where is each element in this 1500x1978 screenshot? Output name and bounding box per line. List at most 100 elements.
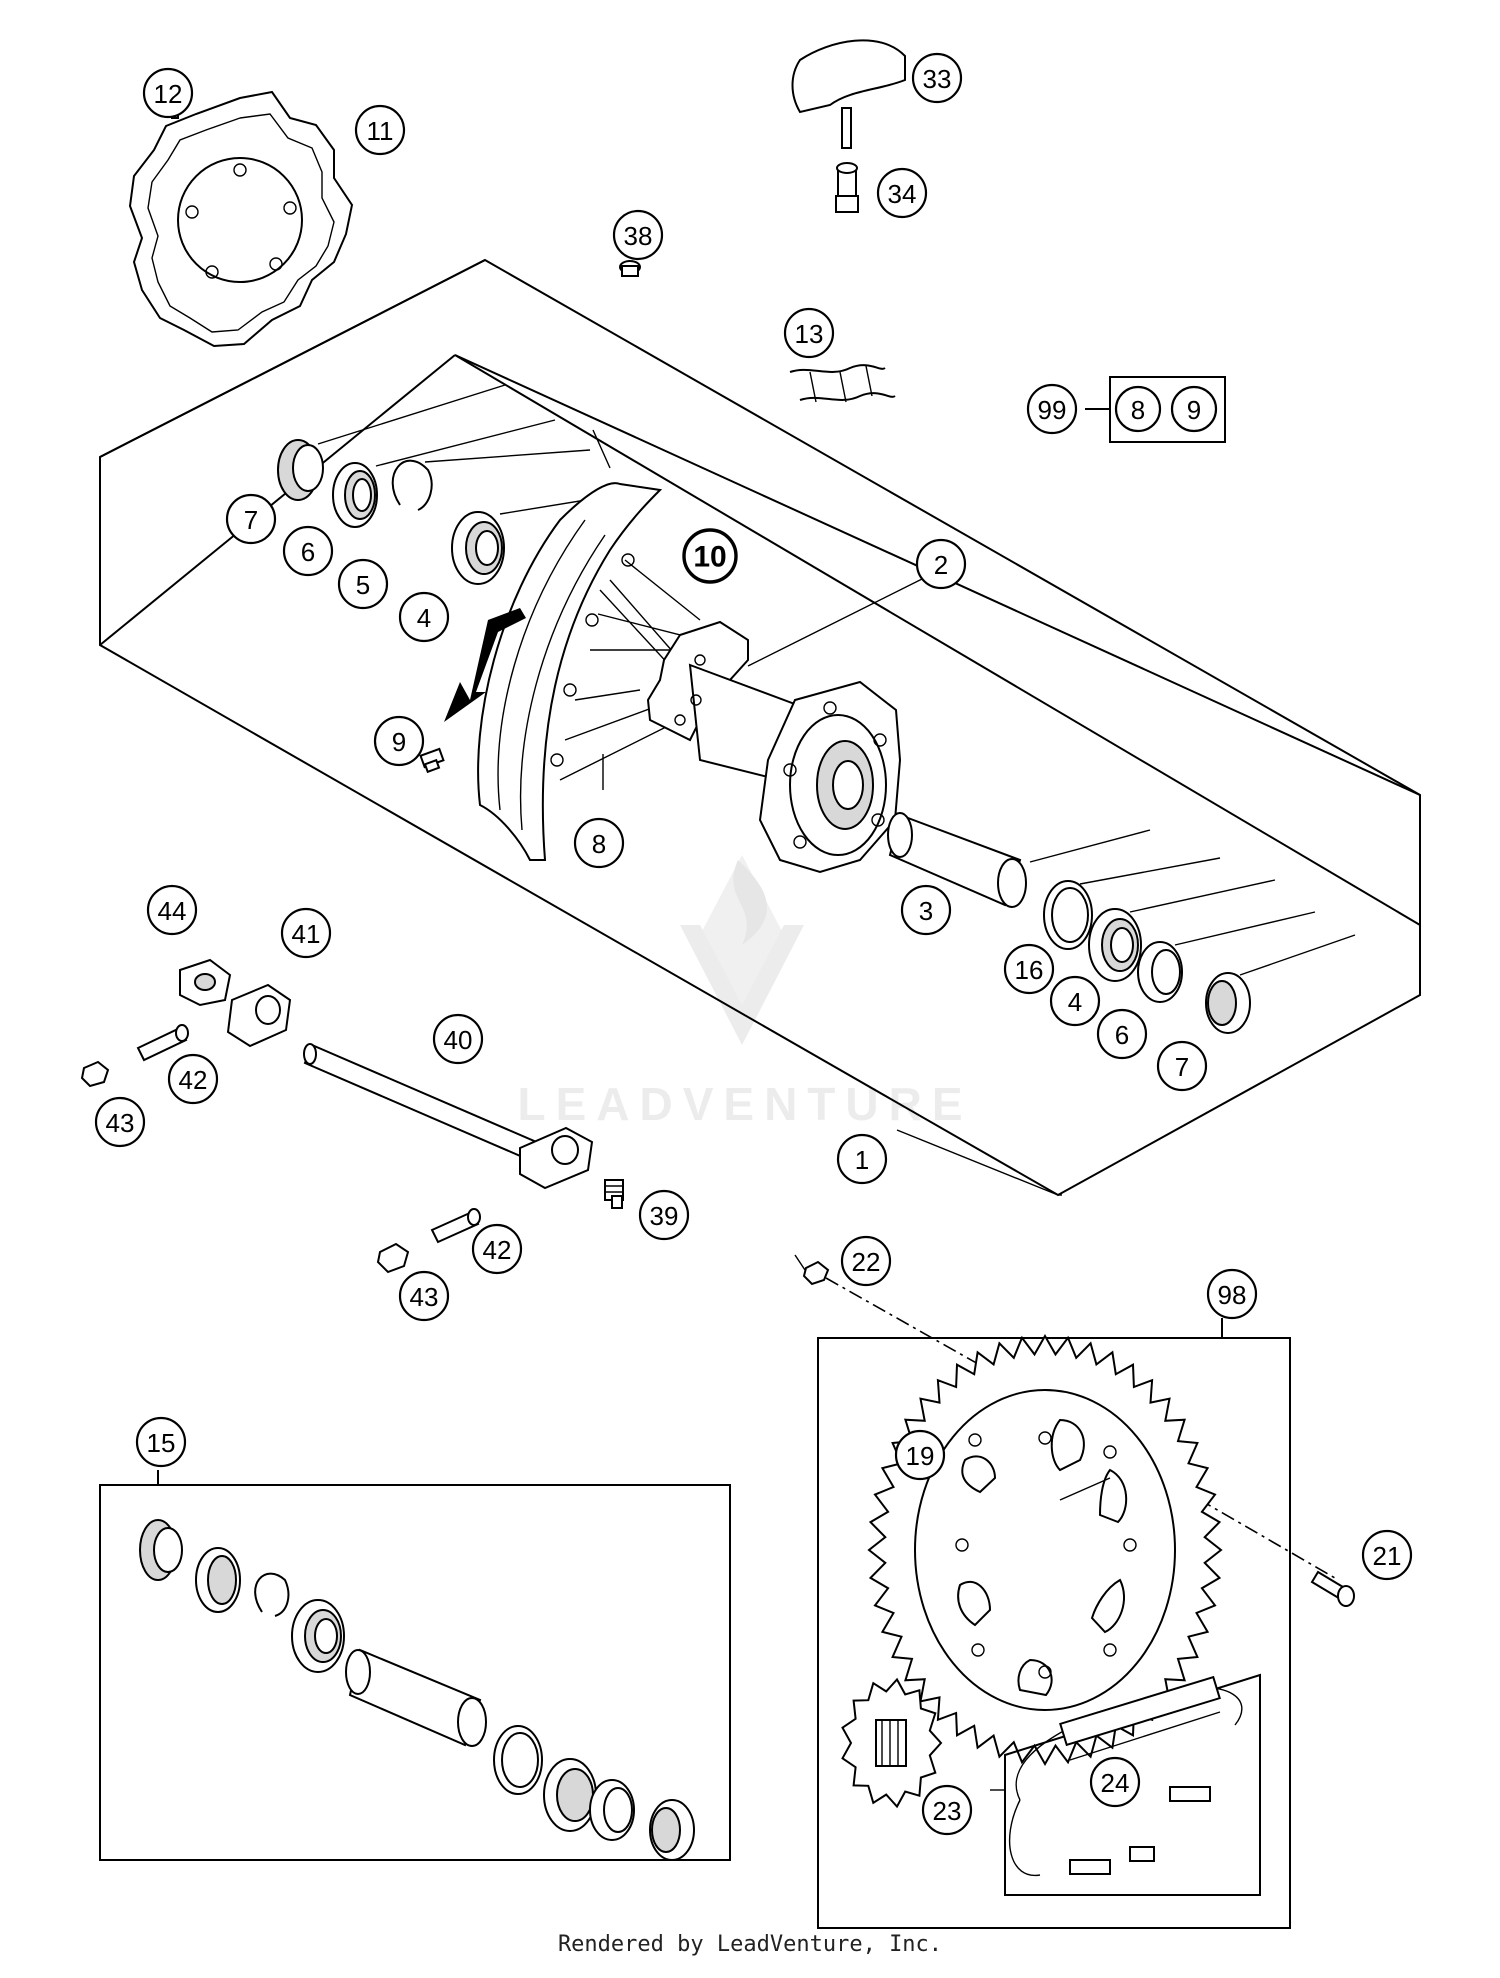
callout-c99-8: 8 [1114, 385, 1162, 433]
callout-number: 8 [592, 829, 606, 859]
callout-c4a: 4 [398, 591, 450, 643]
spokes [559, 559, 721, 781]
callout-c7a: 7 [225, 493, 277, 545]
seat-pad [791, 39, 906, 149]
callout-c13: 13 [783, 307, 835, 359]
retaining-clip [391, 459, 433, 511]
bearing-right [1088, 908, 1142, 982]
callout-number: 34 [888, 179, 917, 209]
adjusting-nut-upper [80, 1060, 110, 1088]
chain [1008, 1675, 1243, 1876]
seal-ring-right [1205, 972, 1251, 1034]
front-sprocket [841, 1677, 943, 1809]
callout-number: 1 [855, 1145, 869, 1175]
callout-c42a: 42 [167, 1053, 219, 1105]
callout-number: 9 [1187, 395, 1201, 425]
callout-number: 39 [650, 1201, 679, 1231]
callout-number: 6 [301, 537, 315, 567]
sprocket-nut [802, 1260, 830, 1286]
callout-number: 44 [158, 896, 187, 926]
callout-number: 16 [1015, 955, 1044, 985]
kit-98-box [817, 1318, 1291, 1929]
callout-c8: 8 [573, 817, 625, 869]
callout-number: 10 [693, 541, 726, 574]
hub [646, 620, 902, 874]
callout-c43b: 43 [398, 1270, 450, 1322]
spacer-sleeve [887, 812, 1027, 908]
callout-number: 13 [795, 319, 824, 349]
adjusting-bolt-upper [136, 1024, 189, 1062]
callout-number: 11 [367, 116, 394, 146]
callout-c42b: 42 [471, 1223, 523, 1275]
rear-sprocket [867, 1333, 1223, 1767]
callout-number: 41 [292, 919, 321, 949]
callout-number: 5 [356, 570, 370, 600]
callout-number: 3 [919, 896, 933, 926]
callout-number: 98 [1218, 1280, 1247, 1310]
retaining-ring-right [1043, 880, 1093, 950]
callout-number: 40 [444, 1025, 473, 1055]
callout-c38: 38 [612, 209, 664, 261]
sprocket-bolt [1310, 1570, 1355, 1607]
leader-lines-right [1029, 829, 1356, 976]
callout-number: 99 [1038, 395, 1067, 425]
rendered-by-credit: Rendered by LeadVenture, Inc. [557, 1932, 943, 1957]
callout-c99-9: 9 [1170, 385, 1218, 433]
callout-number: 8 [1131, 395, 1145, 425]
callout-number: 15 [147, 1428, 176, 1458]
axle-nut [179, 958, 232, 1007]
kit-15-parts [139, 1519, 695, 1861]
seal-ring-left [277, 439, 324, 501]
callout-number: 4 [1068, 987, 1082, 1017]
rotation-arrow [444, 608, 526, 722]
callout-number: 42 [483, 1235, 512, 1265]
callout-c15: 15 [135, 1416, 187, 1468]
threaded-insert [604, 1179, 624, 1209]
callout-c99: 99 [1026, 383, 1078, 435]
watermark-text: LEADVENTURE [517, 1078, 972, 1130]
callout-c10: 10 [682, 528, 738, 584]
callout-number: 12 [154, 79, 183, 109]
callout-c23: 23 [921, 1784, 973, 1836]
callout-number: 23 [933, 1796, 962, 1826]
callout-c12: 12 [142, 67, 194, 119]
callout-number: 21 [1373, 1541, 1402, 1571]
callout-number: 42 [179, 1065, 208, 1095]
callout-c40: 40 [432, 1013, 484, 1065]
wheel-assembly-box [99, 258, 1421, 1197]
callout-c1: 1 [836, 1133, 888, 1185]
callout-c9: 9 [373, 715, 425, 767]
callout-number: 9 [392, 727, 406, 757]
callout-c22: 22 [840, 1235, 892, 1287]
callout-c24: 24 [1089, 1756, 1141, 1808]
shaft-seal-left [332, 462, 378, 528]
callout-c6a: 6 [282, 525, 334, 577]
shaft-seal-right [1137, 941, 1183, 1003]
callout-c41: 41 [280, 907, 332, 959]
kit-15-box [99, 1470, 731, 1861]
callout-c43a: 43 [94, 1096, 146, 1148]
callout-c21: 21 [1361, 1529, 1413, 1581]
kit-99-box [1085, 376, 1226, 443]
callout-c44: 44 [146, 884, 198, 936]
callout-number: 4 [417, 603, 431, 633]
callout-c33: 33 [911, 52, 963, 104]
callout-c98: 98 [1206, 1268, 1258, 1320]
callout-c4b: 4 [1049, 975, 1101, 1027]
callout-c16: 16 [1003, 943, 1055, 995]
callout-c19: 19 [894, 1429, 946, 1481]
callout-number: 19 [906, 1441, 935, 1471]
callout-c2: 2 [915, 538, 967, 590]
chain-adjuster-left [226, 983, 292, 1048]
callout-c34: 34 [876, 167, 928, 219]
seat-bolt [835, 162, 859, 213]
leadventure-watermark: LEADVENTURE [517, 855, 972, 1130]
callout-number: 43 [410, 1282, 439, 1312]
callout-c7b: 7 [1156, 1040, 1208, 1092]
adjusting-bolt-lower [430, 1208, 481, 1244]
callout-c3: 3 [900, 884, 952, 936]
rim [477, 482, 663, 861]
callout-leaders [592, 429, 1111, 1501]
rim-tape [789, 364, 896, 403]
callout-number: 7 [1175, 1052, 1189, 1082]
